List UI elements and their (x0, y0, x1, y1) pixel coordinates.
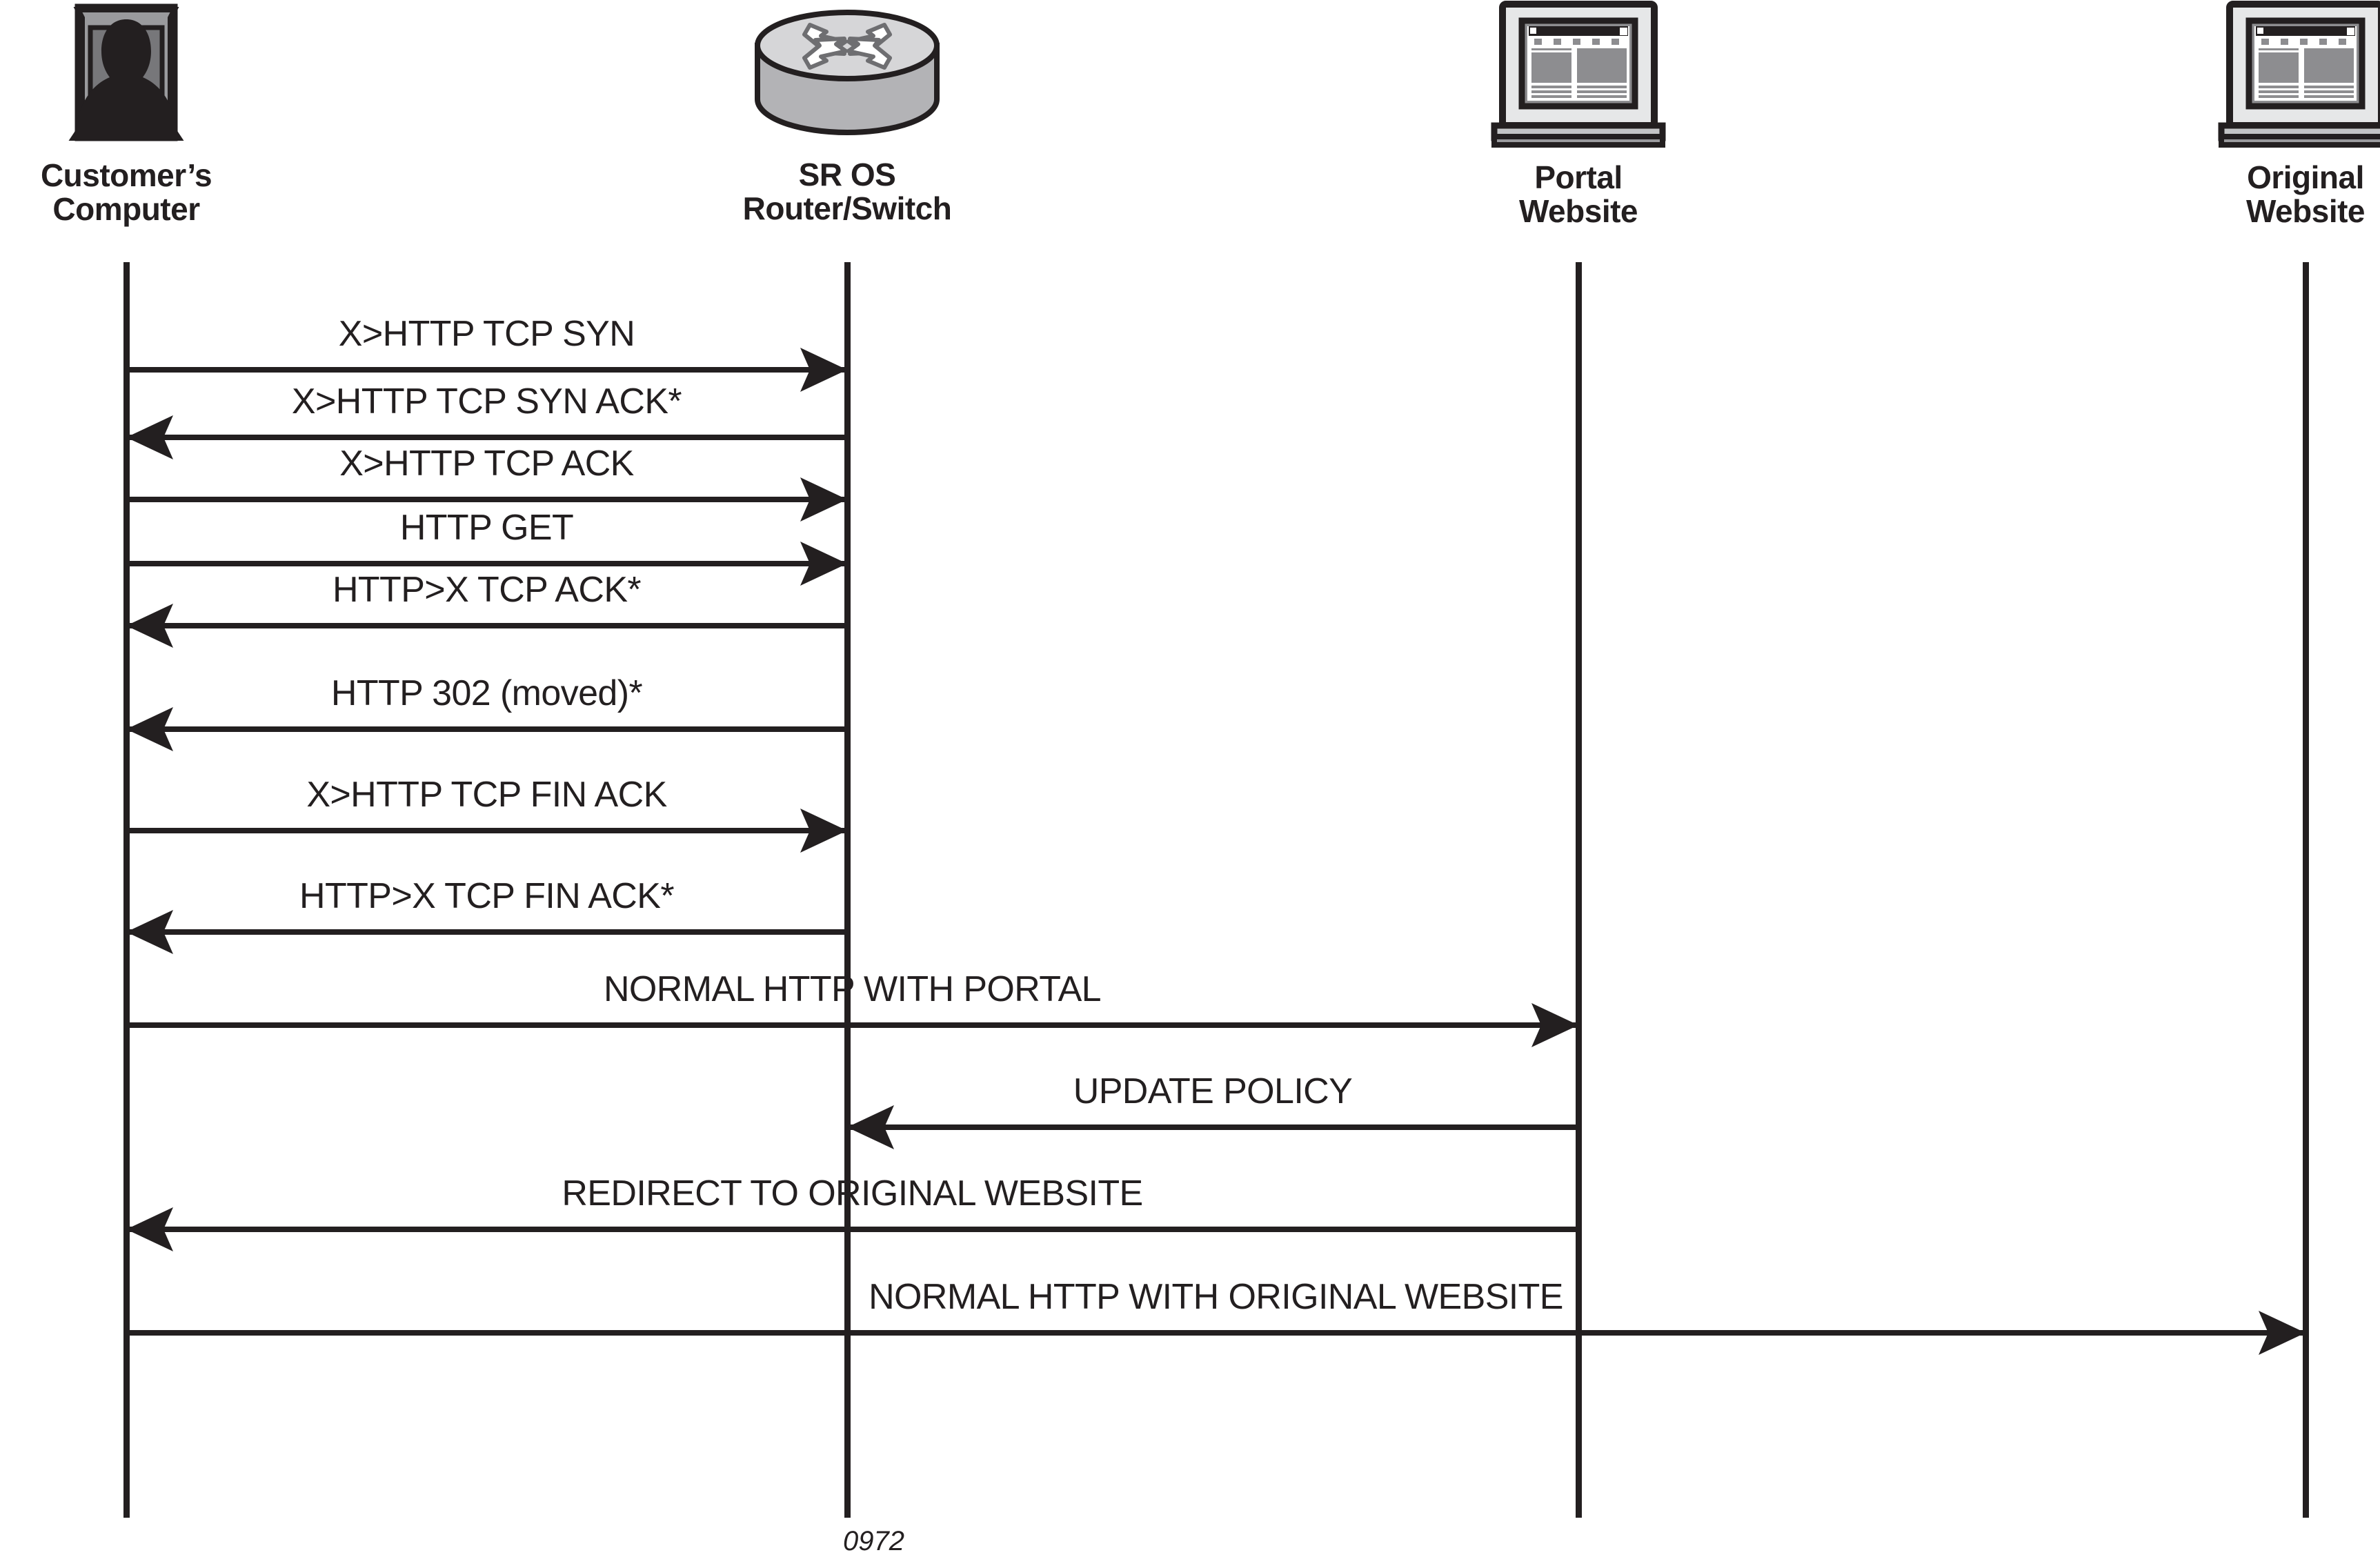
message-line (126, 367, 847, 373)
message-label: X>HTTP TCP ACK (126, 443, 847, 484)
actor-router: SR OS Router/Switch (717, 3, 977, 226)
message-line (126, 1330, 2305, 1336)
message-line (126, 828, 847, 833)
actor-portal: Portal Website (1449, 0, 1708, 228)
message-label: X>HTTP TCP SYN ACK* (126, 381, 847, 422)
message-label: UPDATE POLICY (847, 1071, 1578, 1112)
figure-id: 0972 (843, 1526, 904, 1557)
actor-label-customer: Customer’s Computer (0, 159, 252, 226)
message-label: HTTP 302 (moved)* (126, 673, 847, 714)
router-icon (717, 3, 977, 151)
message-label: REDIRECT TO ORIGINAL WEBSITE (126, 1173, 1578, 1214)
laptop-icon (1449, 0, 1708, 154)
message-label: X>HTTP TCP SYN (126, 313, 847, 355)
actor-label-portal: Portal Website (1449, 161, 1708, 228)
message-line (847, 1124, 1578, 1130)
message-label: X>HTTP TCP FIN ACK (126, 774, 847, 815)
actor-label-original: Original Website (2176, 161, 2380, 228)
laptop-icon (2176, 0, 2380, 154)
message-line (126, 1227, 1578, 1232)
actor-label-router: SR OS Router/Switch (717, 158, 977, 226)
user-computer-icon (0, 0, 252, 152)
lifeline-portal (1576, 262, 1582, 1518)
message-line (126, 1022, 1578, 1028)
message-label: NORMAL HTTP WITH ORIGINAL WEBSITE (126, 1276, 2305, 1318)
message-line (126, 929, 847, 935)
message-line (126, 497, 847, 502)
message-label: HTTP GET (126, 507, 847, 548)
message-line (126, 435, 847, 440)
message-label: HTTP>X TCP FIN ACK* (126, 875, 847, 917)
actor-original: Original Website (2176, 0, 2380, 228)
message-line (126, 726, 847, 732)
message-line (126, 561, 847, 566)
message-line (126, 623, 847, 628)
actor-customer: Customer’s Computer (0, 0, 252, 226)
message-label: NORMAL HTTP WITH PORTAL (126, 969, 1578, 1010)
message-label: HTTP>X TCP ACK* (126, 569, 847, 611)
